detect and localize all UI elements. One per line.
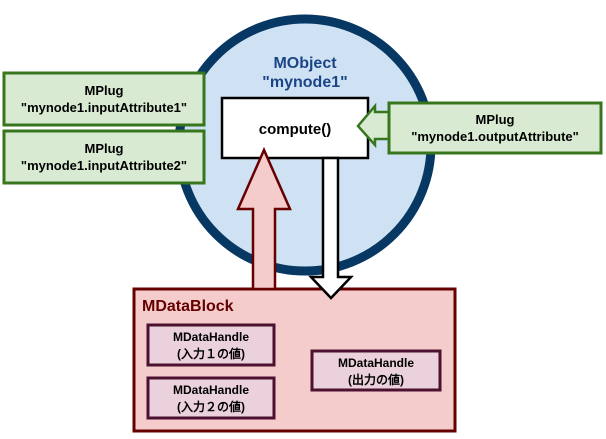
output-flow-arrow — [308, 156, 354, 300]
plug-input-2-name: "mynode1.inputAttribute2" — [21, 158, 187, 173]
plug-output — [387, 101, 603, 155]
plug-input-2 — [2, 129, 206, 185]
mobject-name: "mynode1" — [262, 74, 347, 91]
datahandle-input-2-type: MDataHandle — [173, 383, 249, 397]
input-flow-arrow — [236, 146, 292, 291]
plug-output-name: "mynode1.outputAttribute" — [411, 129, 579, 144]
plug-output-type: MPlug — [476, 112, 515, 127]
datahandle-output-type: MDataHandle — [338, 356, 414, 370]
compute-label: compute() — [259, 121, 332, 138]
compute-box — [220, 96, 370, 160]
datahandle-input-1-type: MDataHandle — [173, 330, 249, 344]
datablock-title: MDataBlock — [142, 298, 234, 315]
datahandle-output-desc: (出力の値) — [348, 372, 404, 387]
datahandle-input-2-desc: (入力２の値) — [177, 399, 245, 414]
datahandle-input-1 — [146, 323, 276, 367]
plug-input-1 — [2, 71, 206, 127]
plug-input-2-type: MPlug — [85, 141, 124, 156]
plug-input-1-type: MPlug — [85, 83, 124, 98]
datahandle-input-2 — [146, 376, 276, 420]
datahandle-input-1-desc: (入力１の値) — [177, 346, 245, 361]
datahandle-output — [310, 349, 442, 392]
mobject-title: MObject — [273, 55, 337, 72]
plug-input-1-name: "mynode1.inputAttribute1" — [21, 100, 187, 115]
